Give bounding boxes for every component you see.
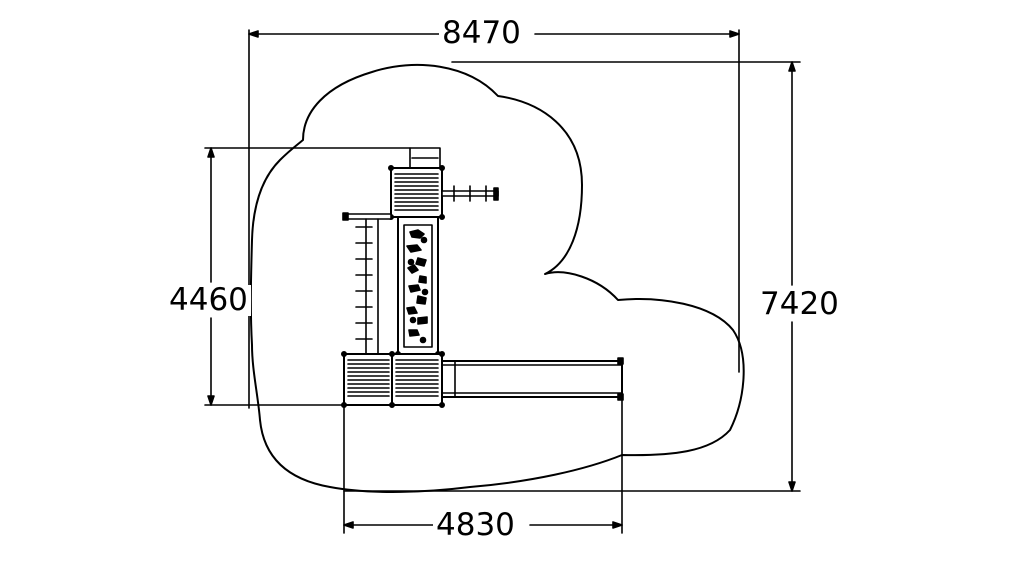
upper-platform	[389, 166, 444, 219]
roof-cap	[410, 148, 440, 168]
dimension-line-8470	[249, 31, 739, 37]
overall-dimension-frame	[249, 30, 800, 533]
dimension-line-4830	[344, 522, 622, 528]
monkey-bar-ladder	[343, 213, 391, 354]
dimension-line-7420	[789, 62, 795, 491]
dimension-label-overall-depth: 7420	[757, 289, 842, 320]
safety-zone-outline	[251, 65, 744, 492]
slide	[442, 358, 623, 400]
dimension-label-overall-width: 8470	[439, 18, 524, 49]
lower-platform	[342, 352, 444, 407]
peg-bar	[442, 186, 498, 201]
dimension-line-4460	[205, 148, 410, 405]
climbing-wall	[396, 217, 440, 356]
dimension-label-tower-depth: 4460	[166, 285, 251, 316]
dimension-label-slide-width: 4830	[433, 510, 518, 541]
